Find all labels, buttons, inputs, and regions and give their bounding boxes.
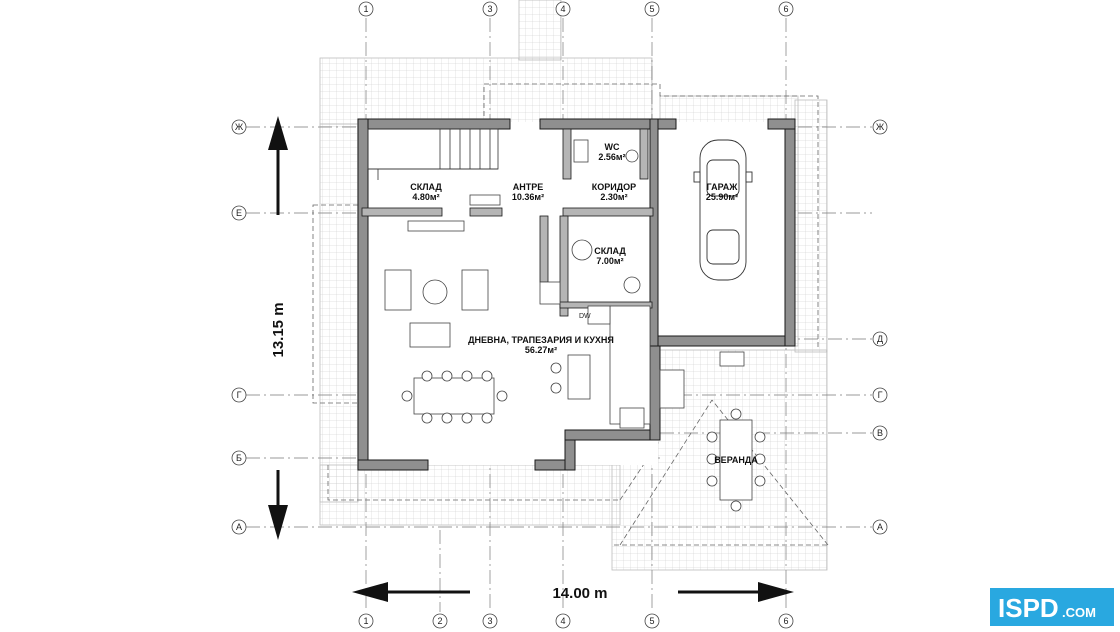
axis-label-right-zh: Ж (876, 122, 885, 132)
axis-label-bottom-2: 2 (437, 616, 442, 626)
paving-bottom (319, 464, 621, 526)
width-dimension-label: 14.00 m (552, 585, 607, 602)
axis-bubbles-top (231, 1, 888, 629)
room-area-corridor: 2.30м² (600, 192, 627, 202)
room-name-storage-2: СКЛАД (594, 246, 626, 256)
paving-path (518, 0, 562, 61)
room-name-living: ДНЕВНА, ТРАПЕЗАРИЯ И КУХНЯ (468, 335, 614, 345)
axis-label-right-v: В (877, 428, 883, 438)
room-area-living: 56.27м² (525, 345, 557, 355)
axis-label-bottom-1: 1 (363, 616, 368, 626)
axis-labels: 1 3 4 5 6 1 2 3 4 5 6 Ж Е Г Б А Ж Д Г В … (235, 4, 885, 626)
axis-label-left-a: А (236, 522, 242, 532)
axis-label-right-a: А (877, 522, 883, 532)
interior-walls (361, 128, 654, 317)
axis-label-top-5: 5 (649, 4, 654, 14)
room-area-garage: 25.90м² (706, 192, 738, 202)
axis-label-left-b: Б (236, 453, 242, 463)
room-name-veranda: ВЕРАНДА (714, 455, 758, 465)
paving-right (794, 99, 828, 353)
axis-label-bottom-3: 3 (487, 616, 492, 626)
axis-label-left-zh: Ж (235, 122, 244, 132)
logo-background (990, 588, 1114, 626)
axis-label-top-4: 4 (560, 4, 565, 14)
logo-text: ISPD (998, 593, 1059, 623)
room-name-entrance: АНТРЕ (513, 182, 544, 192)
paving-top (319, 57, 653, 125)
room-area-storage-2: 7.00м² (596, 256, 623, 266)
walls (357, 118, 796, 471)
stairs (367, 128, 499, 180)
wc-fixtures (573, 139, 639, 163)
room-area-entrance: 10.36м² (512, 192, 544, 202)
axis-label-top-6: 6 (783, 4, 788, 14)
axis-label-top-1: 1 (363, 4, 368, 14)
ispd-logo: ISPD .COM (990, 588, 1114, 626)
paving-left (319, 123, 359, 503)
car (693, 139, 753, 281)
veranda-furniture (659, 351, 766, 512)
width-dimension-arrow (352, 582, 794, 602)
height-dimension-arrow (268, 116, 288, 540)
room-area-wc: 2.56м² (598, 152, 625, 162)
height-dimension-label: 13.15 m (270, 302, 287, 357)
axis-label-left-e: Е (236, 208, 242, 218)
axis-label-top-3: 3 (487, 4, 492, 14)
storage-fixtures (571, 239, 641, 294)
axis-label-bottom-4: 4 (560, 616, 565, 626)
room-name-garage: ГАРАЖ (707, 182, 739, 192)
axis-label-right-g: Г (878, 390, 883, 400)
axis-label-bottom-6: 6 (783, 616, 788, 626)
room-name-wc: WC (605, 142, 620, 152)
axis-label-left-g: Г (237, 390, 242, 400)
axis-label-bottom-5: 5 (649, 616, 654, 626)
axis-label-right-d: Д (877, 334, 883, 344)
dishwasher-label: DW (579, 313, 591, 320)
room-name-corridor: КОРИДОР (592, 182, 636, 192)
furniture (384, 194, 651, 429)
logo-suffix: .COM (1062, 605, 1096, 620)
room-name-storage-1: СКЛАД (410, 182, 442, 192)
room-labels: WC 2.56м² СКЛАД 4.80м² АНТРЕ 10.36м² КОР… (410, 142, 758, 465)
room-area-storage-1: 4.80м² (412, 192, 439, 202)
